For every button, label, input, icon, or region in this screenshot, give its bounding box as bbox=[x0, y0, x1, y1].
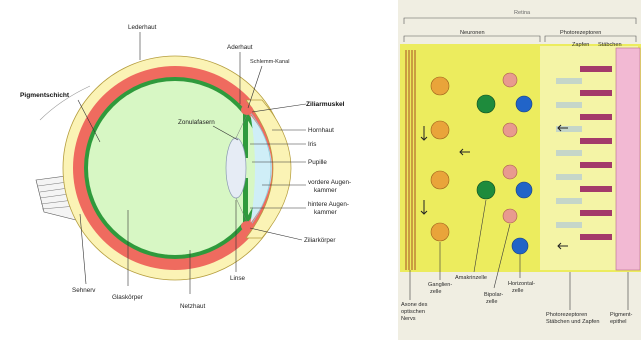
label-vordere-2: kammer bbox=[314, 187, 337, 194]
label-hintere-2: kammer bbox=[314, 209, 337, 216]
label-hintere-1: hintere Augen- bbox=[308, 201, 349, 208]
label-vordere-1: vordere Augen- bbox=[308, 179, 351, 186]
label-iris: Iris bbox=[308, 141, 316, 148]
label-neuronen: Neuronen bbox=[460, 30, 485, 36]
label-aderhaut: Aderhaut bbox=[227, 44, 253, 51]
label-linse: Linse bbox=[230, 275, 246, 282]
label-photoreceptors-1: Photorezeptoren bbox=[546, 312, 587, 318]
pigment-epithelium bbox=[616, 48, 640, 270]
label-horizontal-1: Horizontal- bbox=[508, 281, 535, 287]
label-axone-1: Axone des bbox=[401, 302, 428, 308]
label-lederhaut: Lederhaut bbox=[128, 24, 157, 31]
label-glaskoerper: Glaskörper bbox=[112, 294, 143, 301]
label-zonulafasern: Zonulafasern bbox=[178, 119, 215, 126]
label-ziliarmuskel: Ziliarmuskel bbox=[306, 101, 345, 108]
retina-photo: Retina Neuronen Photorezeptoren Zapfen S… bbox=[398, 0, 641, 340]
label-ganglien-2: zelle bbox=[430, 289, 442, 295]
label-photorezeptoren: Photorezeptoren bbox=[560, 30, 601, 36]
label-axone-3: Nervs bbox=[401, 316, 416, 322]
label-photoreceptors-2: Stäbchen und Zapfen bbox=[546, 319, 600, 325]
label-horizontal-2: zelle bbox=[512, 288, 524, 294]
label-schlemm: Schlemm-Kanal bbox=[250, 59, 289, 65]
label-bipolar-1: Bipolar- bbox=[484, 292, 503, 298]
label-zapfen: Zapfen bbox=[572, 42, 589, 48]
label-pigment-1: Pigment- bbox=[610, 312, 633, 318]
label-pigment-2: epithel bbox=[610, 319, 626, 325]
label-bipolar-2: zelle bbox=[486, 299, 498, 305]
eye-diagram: Lederhaut Aderhaut Schlemm-Kanal Pigment… bbox=[0, 0, 398, 340]
label-retina: Retina bbox=[514, 10, 531, 16]
label-staebchen: Stäbchen bbox=[598, 42, 622, 48]
label-pigmentschicht: Pigmentschicht bbox=[20, 92, 70, 99]
label-pupille: Pupille bbox=[308, 159, 327, 166]
label-sehnerv: Sehnerv bbox=[72, 287, 96, 294]
label-ganglien-1: Ganglien- bbox=[428, 282, 452, 288]
label-ziliarkoerper: Ziliarkörper bbox=[304, 237, 336, 244]
label-netzhaut: Netzhaut bbox=[180, 303, 205, 310]
label-amakrine: Amakrinzelle bbox=[455, 275, 487, 281]
ciliary-upper-shape bbox=[241, 105, 253, 115]
label-axone-2: optischen bbox=[401, 309, 425, 315]
lens-shape bbox=[226, 138, 246, 198]
label-hornhaut: Hornhaut bbox=[308, 127, 334, 134]
ciliary-lower-shape bbox=[241, 221, 253, 231]
